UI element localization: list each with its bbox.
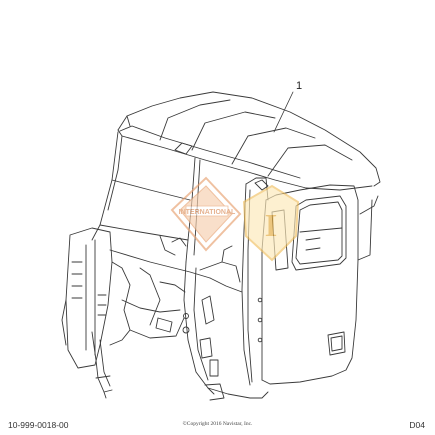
callout-leader-line — [273, 91, 294, 133]
cab-back-panel — [61, 227, 113, 369]
cab-floor — [109, 249, 211, 346]
shield-logo-letter: I — [265, 207, 277, 243]
watermark-logo-text: INTERNATIONAL — [179, 209, 236, 216]
copyright-notice: ©Copyright 2016 Navistar, Inc. — [182, 421, 253, 427]
front-pillar-right — [183, 261, 225, 401]
international-logo-watermark: INTERNATIONAL — [170, 176, 242, 252]
rear-post-left — [91, 331, 113, 399]
cab-interior — [159, 235, 241, 283]
part-number: 10-999-0018-00 — [8, 420, 69, 430]
cab-roof — [117, 91, 381, 191]
callout-label-1: 1 — [296, 80, 303, 92]
shield-logo-watermark: I — [242, 184, 300, 262]
page-code: D04 — [409, 420, 425, 430]
